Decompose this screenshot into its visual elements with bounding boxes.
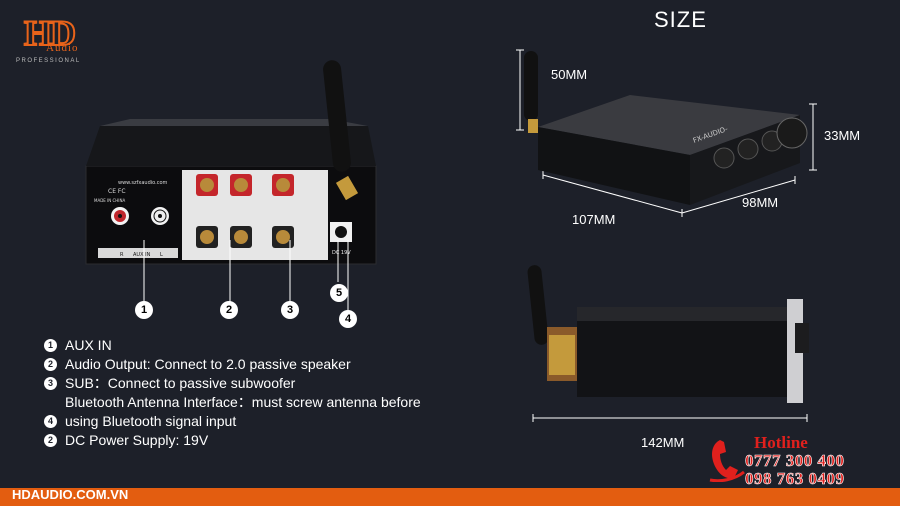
callout-2: 2 bbox=[220, 301, 238, 319]
logo-hd-text: HD bbox=[23, 12, 77, 54]
callout-4: 4 bbox=[339, 310, 357, 328]
aux-in-label: AUX IN bbox=[133, 252, 151, 258]
desc-num: 3 bbox=[44, 377, 57, 390]
logo-professional-text: PROFESSIONAL bbox=[16, 58, 81, 64]
rear-madein-text: MADE IN CHINA bbox=[94, 198, 125, 203]
brand-logo: HD Audio PROFESSIONAL bbox=[6, 8, 106, 64]
desc-item: 4 using Bluetooth signal input bbox=[44, 412, 484, 431]
side-view-device-image bbox=[527, 265, 809, 422]
dim-length: 107MM bbox=[572, 212, 616, 227]
dc-label: DC 19V bbox=[332, 250, 351, 256]
desc-item: 3 SUB：Connect to passive subwoofer Blueto… bbox=[44, 374, 484, 412]
desc-num: 4 bbox=[44, 415, 57, 428]
phone-icon bbox=[709, 440, 745, 482]
dim-width: 98MM bbox=[742, 195, 779, 210]
desc-num: 2 bbox=[44, 358, 57, 371]
rear-panel-image: www.szfxaudio.com CE FC MADE IN CHINA R … bbox=[85, 60, 377, 265]
size-title: SIZE bbox=[654, 7, 707, 32]
callout-5: 5 bbox=[330, 284, 348, 302]
desc-item: 1 AUX IN bbox=[44, 336, 484, 355]
aux-r-label: R bbox=[120, 252, 124, 258]
callout-lines bbox=[143, 240, 349, 312]
desc-text: Audio Output: Connect to 2.0 passive spe… bbox=[65, 356, 351, 372]
port-descriptions: 1 AUX IN 2 Audio Output: Connect to 2.0 pa… bbox=[44, 336, 484, 450]
desc-num: 2 bbox=[44, 434, 57, 447]
desc-num: 1 bbox=[44, 339, 57, 352]
desc-text: DC Power Supply: 19V bbox=[65, 432, 209, 448]
desc-item: 2 DC Power Supply: 19V bbox=[44, 431, 484, 450]
desc-text: AUX IN bbox=[65, 337, 112, 353]
footer-url-link[interactable]: HDAUDIO.COM.VN bbox=[12, 487, 129, 502]
desc-text: SUB：Connect to passive subwoofer Bluetoo… bbox=[65, 375, 421, 410]
hotline-title: Hotline bbox=[754, 433, 808, 452]
isometric-device-image: FX-AUDIO- bbox=[516, 49, 817, 217]
desc-text: using Bluetooth signal input bbox=[65, 413, 237, 429]
footer-bar bbox=[0, 488, 900, 506]
hotline-phone-1[interactable]: 0777 300 400 bbox=[745, 451, 845, 471]
callout-3: 3 bbox=[281, 301, 299, 319]
logo-audio-text: Audio bbox=[46, 42, 79, 54]
hotline-phone-2[interactable]: 098 763 0409 bbox=[745, 469, 845, 489]
dim-side-length: 142MM bbox=[641, 435, 685, 450]
callout-1: 1 bbox=[135, 301, 153, 319]
dim-antenna: 50MM bbox=[551, 67, 588, 82]
aux-l-label: L bbox=[160, 252, 163, 258]
desc-item: 2 Audio Output: Connect to 2.0 passive sp… bbox=[44, 355, 484, 374]
rear-ce-text: CE FC bbox=[108, 188, 126, 195]
dim-height: 33MM bbox=[824, 128, 861, 143]
rear-website-text: www.szfxaudio.com bbox=[118, 180, 168, 186]
